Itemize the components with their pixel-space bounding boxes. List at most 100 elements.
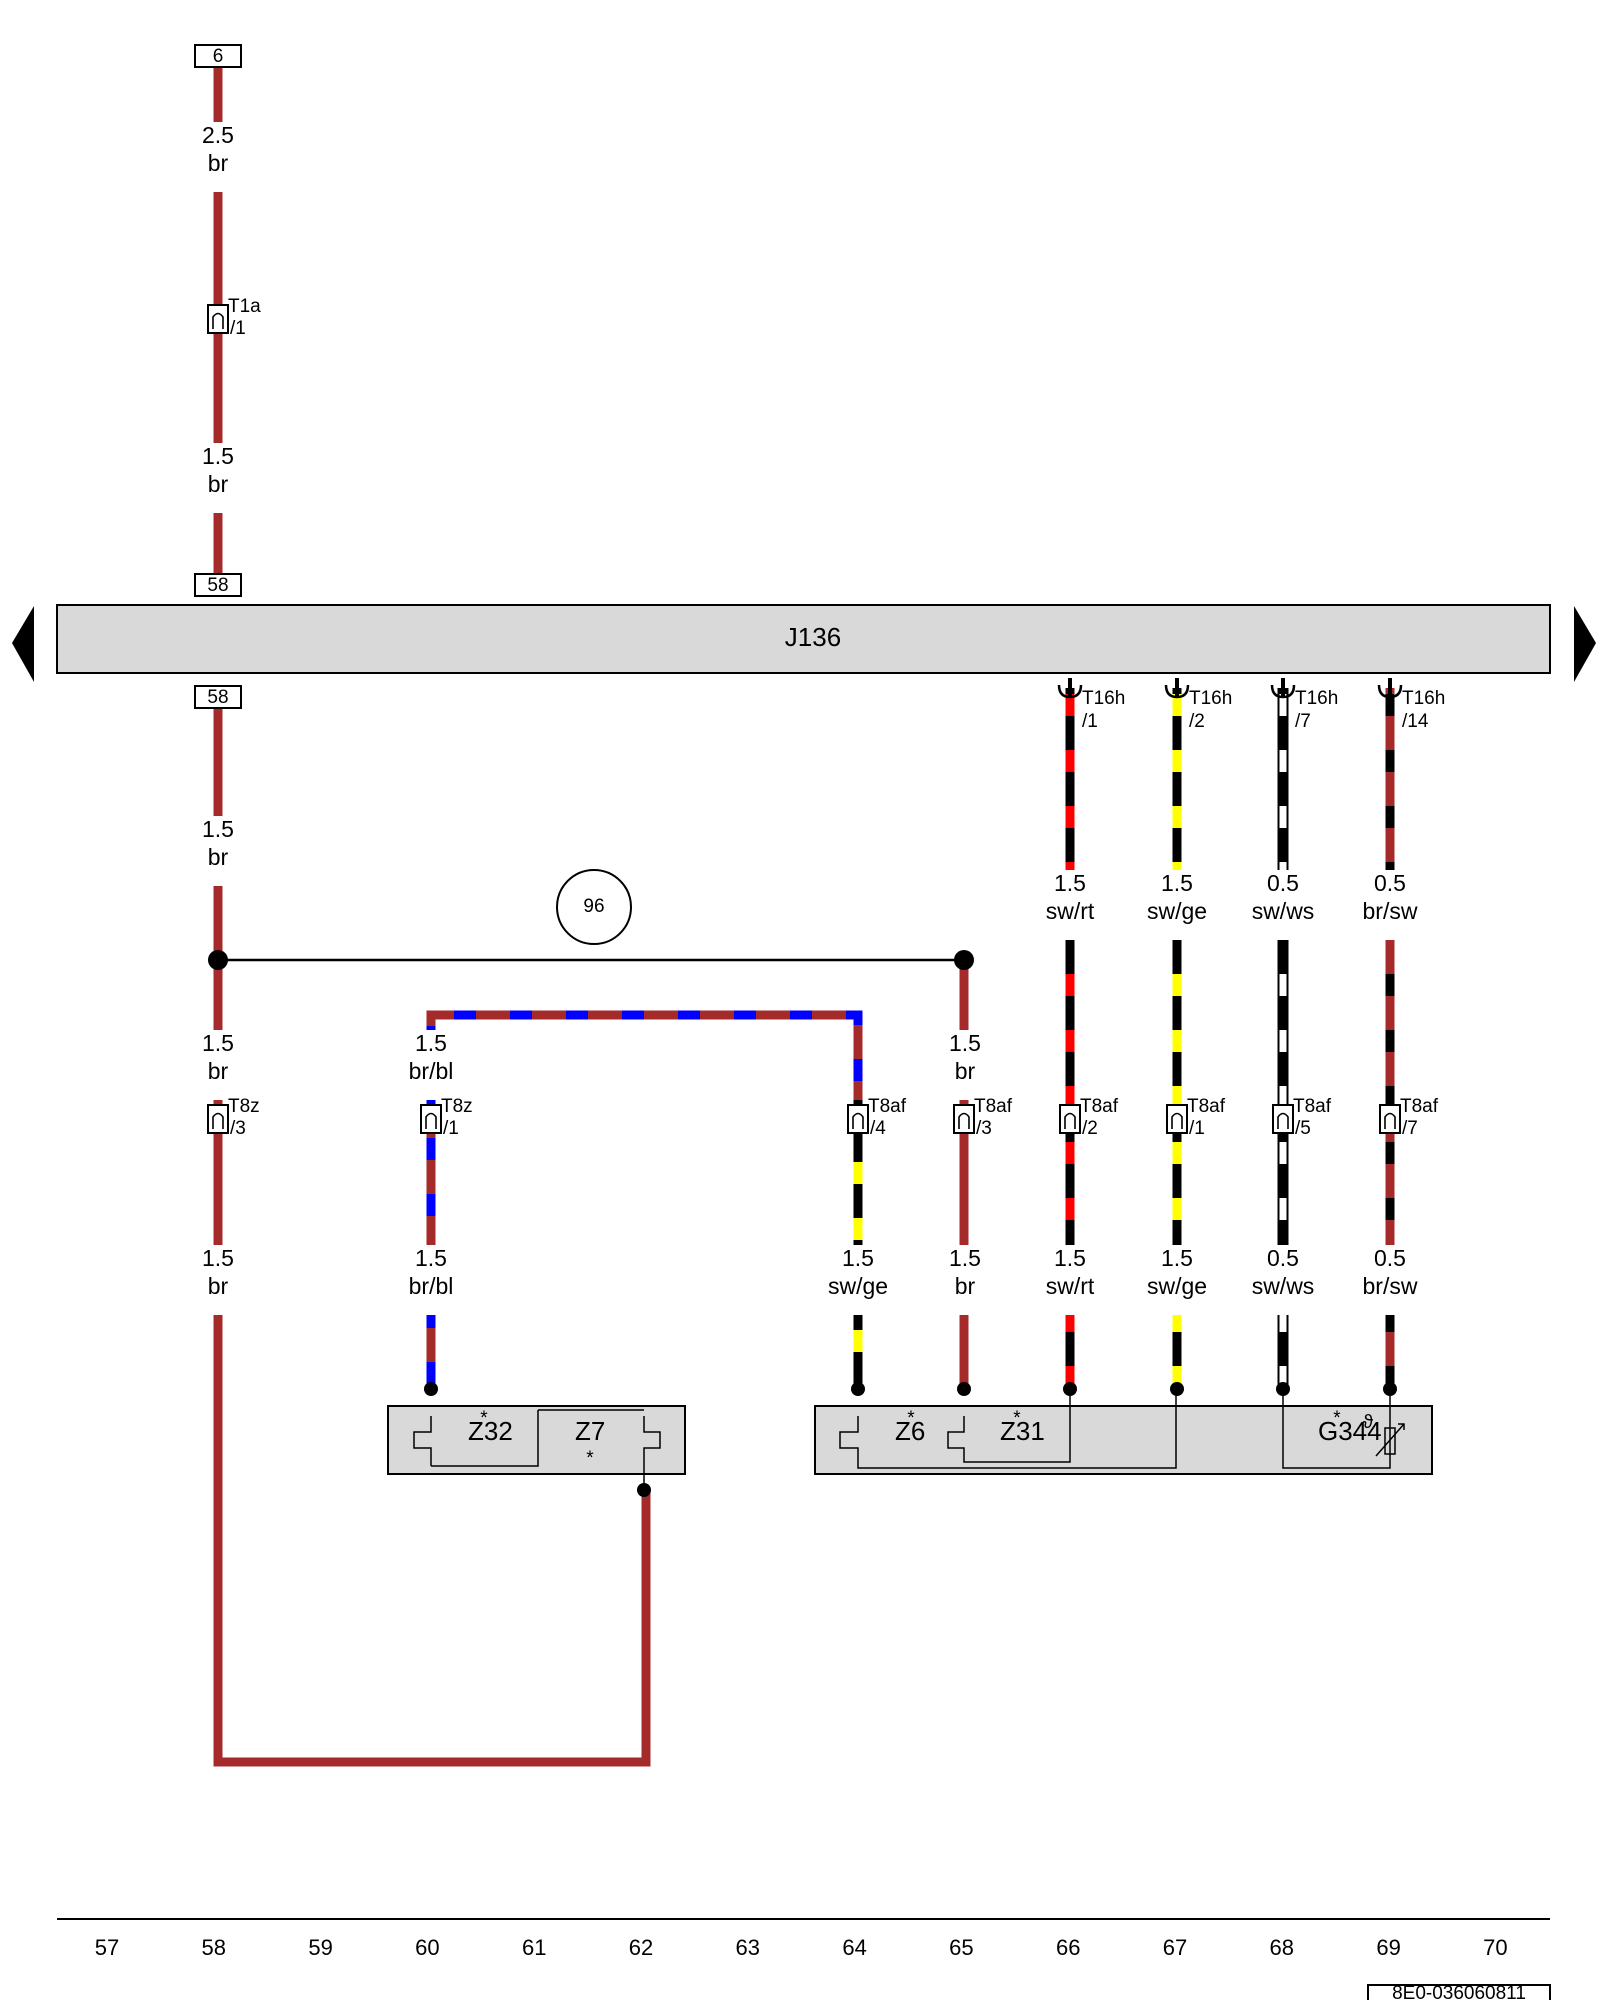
wire-label-top2: 1.5 br <box>188 443 248 513</box>
plug-t16h-14[interactable]: T16h/14 <box>1377 0 1445 732</box>
variable-arrow-icon <box>1375 1423 1405 1457</box>
svg-text:1.5: 1.5 <box>949 1245 981 1271</box>
wire-labels: 2.5 br 1.5 br 1.5 br 1.5 br 1.5 br 1.5 b… <box>188 122 1430 1315</box>
svg-text:1.5: 1.5 <box>202 1245 234 1271</box>
temperature-icon: ϑ <box>1363 1412 1374 1433</box>
column-number: 60 <box>415 1935 439 1960</box>
connector-name: T8af <box>1293 1096 1332 1117</box>
svg-text:1.5: 1.5 <box>1054 870 1086 896</box>
wire-label-69a: 0.5 br/sw <box>1350 870 1430 940</box>
z31-mark: * <box>1013 1408 1021 1429</box>
socket-icon <box>958 1112 970 1129</box>
plug-t16h-7[interactable]: T16h/7 <box>1270 0 1338 732</box>
connector-pin: /5 <box>1295 1118 1311 1139</box>
control-unit-j136[interactable]: J136 <box>56 604 1551 674</box>
connector-pin: /1 <box>230 318 246 339</box>
connector-name: T1a <box>228 296 261 317</box>
connector-pin: /7 <box>1402 1118 1418 1139</box>
connector-t8af-3[interactable]: T8af/3 <box>953 1096 1013 1139</box>
column-number: 58 <box>202 1935 226 1960</box>
svg-text:0.5: 0.5 <box>1374 1245 1406 1271</box>
connector-t8af-1[interactable]: T8af/1 <box>1166 1096 1226 1139</box>
svg-text:br: br <box>208 844 229 870</box>
column-number: 64 <box>842 1935 866 1960</box>
svg-text:br: br <box>955 1058 976 1084</box>
wire-label-68a: 0.5 sw/ws <box>1243 870 1323 940</box>
plug-name: T16h <box>1189 688 1232 709</box>
terminal-dot <box>424 1382 438 1396</box>
wire-label-65a: 1.5 br <box>935 1030 995 1100</box>
svg-text:sw/rt: sw/rt <box>1046 898 1095 924</box>
wire-label-67a: 1.5 sw/ge <box>1137 870 1217 940</box>
component-g344: G344 <box>1318 1416 1382 1446</box>
column-number: 65 <box>949 1935 973 1960</box>
svg-text:br: br <box>208 150 229 176</box>
document-id: 8E0-036060811 <box>1392 1983 1526 2000</box>
svg-text:sw/ge: sw/ge <box>1147 1273 1207 1299</box>
svg-text:br/sw: br/sw <box>1363 898 1418 924</box>
arrow-right-icon[interactable] <box>1574 606 1596 682</box>
connector-t8z-1[interactable]: T8z/1 <box>420 1096 473 1139</box>
plug-symbols-layer: T16h/1 T16h/2 T16h/7 T16h/14 <box>1057 0 1445 732</box>
wire-60-br-bl[interactable] <box>426 1010 863 1390</box>
connector-name: T8af <box>1400 1096 1439 1117</box>
connector-name: T8af <box>1187 1096 1226 1117</box>
connector-name: T8af <box>1080 1096 1119 1117</box>
wire-label-68b: 0.5 sw/ws <box>1243 1245 1323 1315</box>
svg-text:br: br <box>955 1273 976 1299</box>
connector-name: T8z <box>228 1096 260 1117</box>
wire-label-58a: 1.5 br <box>188 816 248 886</box>
component-box-right[interactable]: ϑ Z6 * Z31 * G344 * <box>814 1389 1433 1475</box>
svg-text:1.5: 1.5 <box>1161 1245 1193 1271</box>
connector-t8z-3[interactable]: T8z/3 <box>207 1096 260 1139</box>
wire-label-69b: 0.5 br/sw <box>1350 1245 1430 1315</box>
socket-icon <box>852 1112 864 1129</box>
svg-text:58: 58 <box>207 575 228 596</box>
svg-text:1.5: 1.5 <box>1054 1245 1086 1271</box>
connector-t8af-2[interactable]: T8af/2 <box>1059 1096 1119 1139</box>
g344-mark: * <box>1333 1408 1341 1429</box>
svg-text:1.5: 1.5 <box>202 816 234 842</box>
svg-text:sw/ws: sw/ws <box>1252 898 1315 924</box>
connector-pin: /4 <box>870 1118 886 1139</box>
arrow-left-icon[interactable] <box>12 606 34 682</box>
wire-label-64: 1.5 sw/ge <box>818 1245 898 1315</box>
wire-label-60a: 1.5 br/bl <box>395 1030 467 1100</box>
connector-t1a[interactable]: T1a/1 <box>207 296 261 339</box>
component-box-left[interactable]: Z32 * Z7 * <box>387 1405 686 1490</box>
connector-pin: /2 <box>1082 1118 1098 1139</box>
connector-name: T8af <box>974 1096 1013 1117</box>
connector-t8af-4[interactable]: T8af/4 <box>847 1096 907 1139</box>
terminal-dot <box>1383 1382 1397 1396</box>
plug-t16h-2[interactable]: T16h/2 <box>1164 0 1232 732</box>
column-number: 66 <box>1056 1935 1080 1960</box>
svg-text:2.5: 2.5 <box>202 122 234 148</box>
pin-58-top: 58 <box>194 573 242 597</box>
plug-t16h-1[interactable]: T16h/1 <box>1057 0 1125 732</box>
connector-t8af-7[interactable]: T8af/7 <box>1379 1096 1439 1139</box>
column-number: 57 <box>95 1935 119 1960</box>
connector-pin: /3 <box>976 1118 992 1139</box>
terminal-dot <box>851 1382 865 1396</box>
wire-label-66b: 1.5 sw/rt <box>1030 1245 1110 1315</box>
component-z32: Z32 <box>468 1416 513 1446</box>
pin-58-bottom: 58 <box>194 685 242 709</box>
svg-text:br/sw: br/sw <box>1363 1273 1418 1299</box>
plug-name: T16h <box>1402 688 1445 709</box>
column-number: 69 <box>1376 1935 1400 1960</box>
component-z7: Z7 <box>575 1416 605 1446</box>
connector-name: T8af <box>868 1096 907 1117</box>
wire-label-66a: 1.5 sw/rt <box>1030 870 1110 940</box>
wire-label-60b: 1.5 br/bl <box>395 1245 467 1315</box>
wire-label-58c: 1.5 br <box>188 1245 248 1315</box>
svg-text:br: br <box>208 1058 229 1084</box>
document-id-box: 8E0-036060811 <box>1367 1983 1551 2000</box>
socket-icon <box>1171 1112 1183 1129</box>
wire-58-bottom-loop[interactable] <box>213 708 651 1767</box>
svg-text:1.5: 1.5 <box>202 1030 234 1056</box>
connector-t8af-5[interactable]: T8af/5 <box>1272 1096 1332 1139</box>
svg-text:br/bl: br/bl <box>409 1058 454 1084</box>
component-z31: Z31 <box>1000 1416 1045 1446</box>
